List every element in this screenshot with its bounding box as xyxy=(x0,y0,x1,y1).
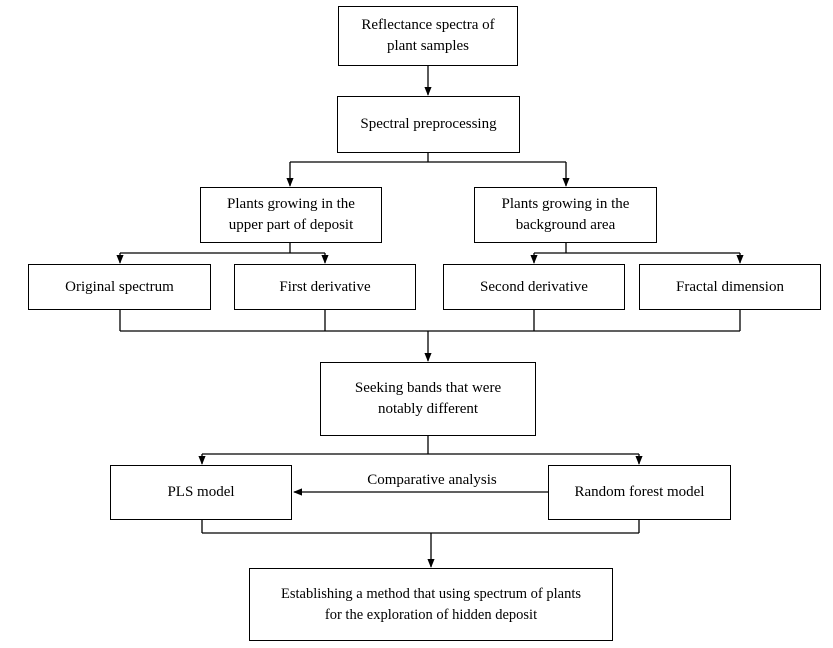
node-random-forest-model: Random forest model xyxy=(548,465,731,520)
connector-background-plants-split xyxy=(534,243,740,254)
connector-preprocessing-split xyxy=(290,153,566,163)
node-second-derivative: Second derivative xyxy=(443,264,625,310)
node-pls-model: PLS model xyxy=(110,465,292,520)
node-reflectance-spectra: Reflectance spectra of plant samples xyxy=(338,6,518,66)
node-upper-plants: Plants growing in the upper part of depo… xyxy=(200,187,382,243)
label-comparative-analysis: Comparative analysis xyxy=(340,471,524,489)
node-first-derivative: First derivative xyxy=(234,264,416,310)
connector-seeking-bands-split xyxy=(202,436,639,455)
node-original-spectrum: Original spectrum xyxy=(28,264,211,310)
connector-merge-four xyxy=(119,310,741,332)
node-fractal-dimension: Fractal dimension xyxy=(639,264,821,310)
node-background-plants: Plants growing in the background area xyxy=(474,187,657,243)
node-seeking-bands: Seeking bands that were notably differen… xyxy=(320,362,536,436)
connector-merge-models xyxy=(201,520,640,534)
connector-upper-plants-split xyxy=(120,243,325,254)
node-spectral-preprocessing: Spectral preprocessing xyxy=(337,96,520,153)
node-establishing-method: Establishing a method that using spectru… xyxy=(249,568,613,641)
